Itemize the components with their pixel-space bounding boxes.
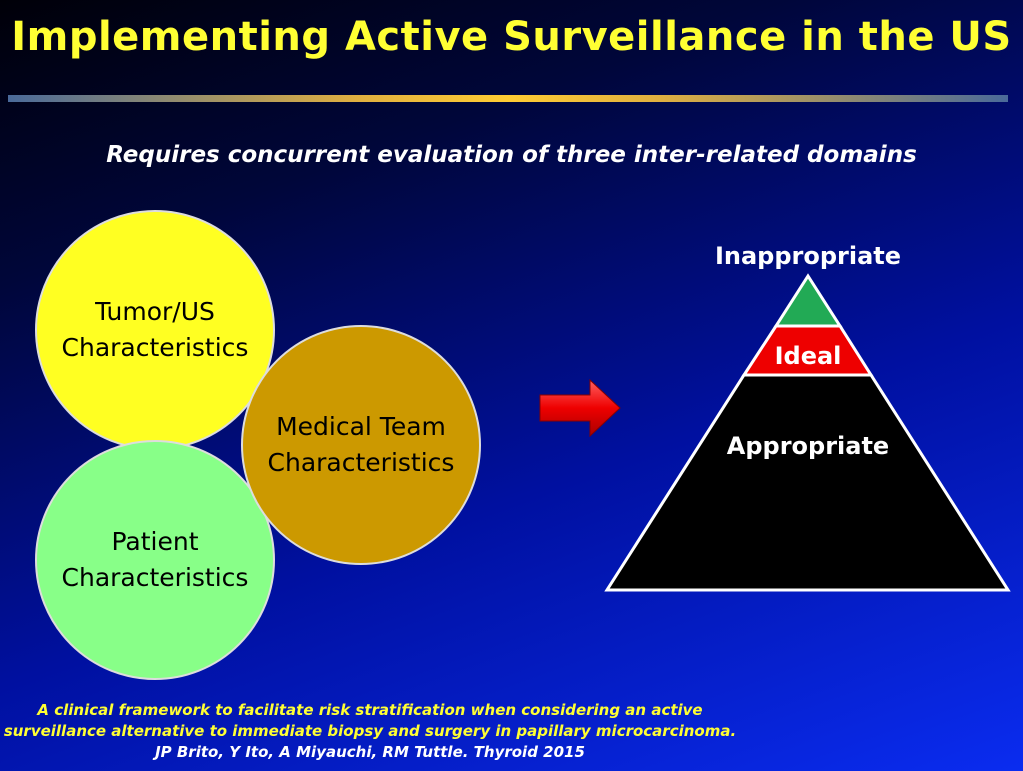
circle-label-line2: Characteristics <box>267 448 455 477</box>
pyramid-label-ideal: Ideal <box>774 342 842 370</box>
circle-label-line2: Characteristics <box>61 563 249 592</box>
title-divider <box>8 95 1008 102</box>
pyramid-label-appropriate: Appropriate <box>726 432 890 460</box>
right-arrow-icon <box>539 378 621 438</box>
slide-title: Implementing Active Surveillance in the … <box>11 14 1012 60</box>
circle-label-line1: Patient <box>111 527 199 556</box>
circle-label-line1: Medical Team <box>276 412 446 441</box>
footer-line2: surveillance alternative to immediate bi… <box>3 722 737 740</box>
pyramid-top-inappropriate <box>773 273 843 328</box>
footer-reference: A clinical framework to facilitate risk … <box>0 700 740 763</box>
pyramid-bottom-appropriate <box>604 373 1011 592</box>
circle-label-line1: Tumor/US <box>95 297 215 326</box>
slide-subtitle: Requires concurrent evaluation of three … <box>106 142 917 168</box>
footer-citation: JP Brito, Y Ito, A Miyauchi, RM Tuttle. … <box>155 743 585 761</box>
circle-label-line2: Characteristics <box>61 333 249 362</box>
footer-line1: A clinical framework to facilitate risk … <box>37 701 703 719</box>
pyramid-label-inappropriate: Inappropriate <box>714 242 902 270</box>
